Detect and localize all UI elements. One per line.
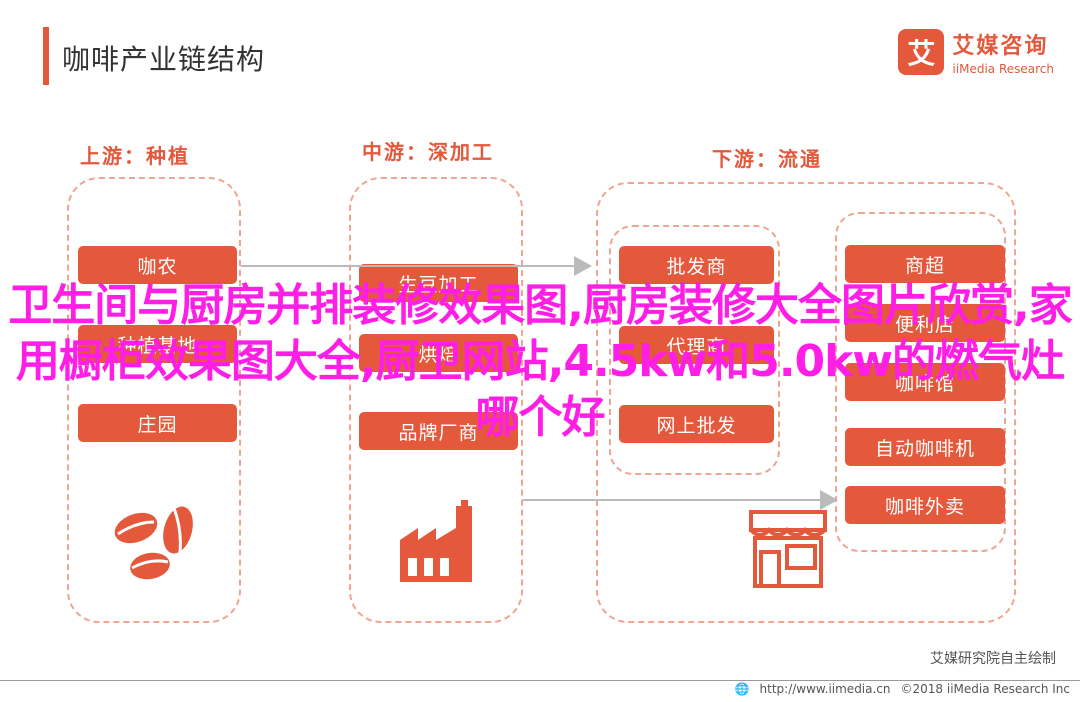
- distribution-panel: [609, 225, 780, 475]
- midstream-box-green-bean: 生豆加工: [359, 264, 518, 302]
- footer-divider: [0, 680, 1080, 681]
- distribution-box-online: 网上批发: [619, 405, 774, 443]
- upstream-box-farmer: 咖农: [78, 246, 237, 284]
- distribution-box-agent: 代理商: [619, 326, 774, 364]
- midstream-panel: [349, 177, 523, 623]
- retail-box-cafe: 咖啡馆: [845, 363, 1005, 401]
- iimedia-logo: 艾 艾媒咨询 iiMedia Research: [898, 28, 1054, 76]
- retail-box-vending: 自动咖啡机: [845, 428, 1005, 466]
- footer-copyright: ©2018 iiMedia Research Inc: [900, 682, 1070, 696]
- retail-box-delivery: 咖啡外卖: [845, 486, 1005, 524]
- upstream-title: 上游：种植: [80, 144, 190, 168]
- shop-icon: [749, 510, 827, 588]
- page-title: 咖啡产业链结构: [62, 43, 266, 76]
- logo-name-cn: 艾媒咨询: [952, 34, 1049, 59]
- retail-box-convenience: 便利店: [845, 304, 1005, 342]
- upstream-panel: [67, 177, 241, 623]
- upstream-box-plantation: 种植基地: [78, 325, 237, 363]
- retail-panel: [835, 212, 1006, 552]
- retail-box-supermarket: 商超: [845, 245, 1005, 283]
- logo-mark: 艾: [898, 29, 945, 75]
- distribution-box-wholesaler: 批发商: [619, 246, 774, 284]
- midstream-box-brand: 品牌厂商: [359, 412, 518, 450]
- midstream-box-roasting: 烘焙: [359, 334, 518, 372]
- midstream-title: 中游：深加工: [362, 140, 494, 164]
- title-accent-bar: [43, 27, 49, 85]
- overlay-text: 卫生间与厨房并排装修效果图,厨房装修大全图片欣赏,家用橱柜效果图大全,厨卫网站,…: [8, 280, 1072, 443]
- logo-name-en: iiMedia Research: [952, 62, 1054, 76]
- upstream-box-estate: 庄园: [78, 404, 237, 442]
- footer-source: 🌐 http://www.iimedia.cn ©2018 iiMedia Re…: [735, 682, 1070, 696]
- coffee-beans-icon: [114, 506, 193, 580]
- factory-icon: [400, 500, 472, 582]
- footer-credit: 艾媒研究院自主绘制: [930, 651, 1056, 667]
- downstream-title: 下游：流通: [712, 147, 822, 171]
- globe-icon: 🌐: [734, 682, 750, 696]
- footer-url[interactable]: http://www.iimedia.cn: [759, 682, 891, 696]
- downstream-panel: [596, 182, 1016, 623]
